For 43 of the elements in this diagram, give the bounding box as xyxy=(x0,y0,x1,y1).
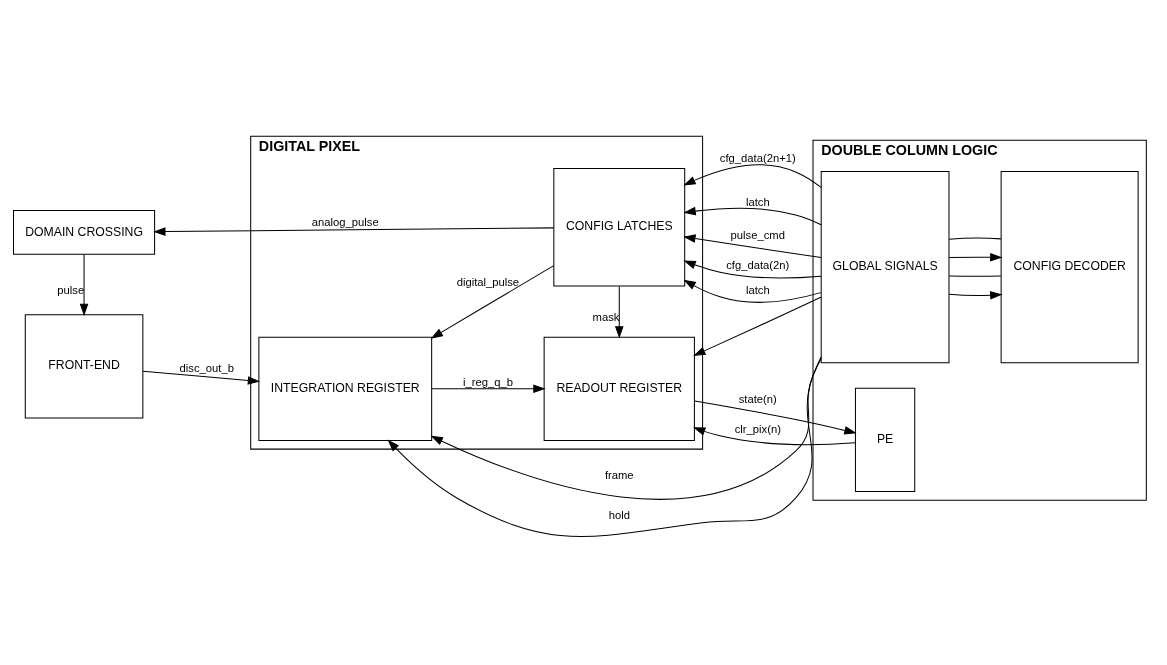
arrow xyxy=(693,400,857,435)
edge-label: digital_pulse xyxy=(456,276,519,289)
arrow xyxy=(430,265,554,339)
node-box: FRONT-END xyxy=(24,314,143,419)
node-box: GLOBAL SIGNALS xyxy=(820,171,949,364)
edge-label: pulse_cmd xyxy=(730,229,785,242)
edge-label: clr_pix(n) xyxy=(734,422,781,435)
node-box: INTEGRATION REGISTER xyxy=(257,336,432,441)
arrow xyxy=(682,234,822,259)
node-box: READOUT REGISTER xyxy=(543,336,695,441)
edge-label: cfg_data(2n) xyxy=(725,258,789,271)
edge-label: cfg_data(2n+1) xyxy=(719,151,796,164)
arrow xyxy=(387,356,822,537)
edge-label: latch xyxy=(745,195,770,208)
edge-label: pulse xyxy=(56,283,84,296)
node-box: DOMAIN CROSSING xyxy=(12,209,155,255)
arrow xyxy=(682,260,822,279)
arrow xyxy=(152,227,554,236)
arrow xyxy=(948,252,1002,262)
edge-label: frame xyxy=(604,468,634,481)
edge-label: disc_out_b xyxy=(179,362,234,375)
arrow xyxy=(948,290,1002,300)
arrow xyxy=(682,164,821,188)
edge-label: state(n) xyxy=(738,392,777,405)
arrow xyxy=(430,384,546,394)
edge-label: analog_pulse xyxy=(311,216,379,229)
arrow xyxy=(692,427,856,446)
edge-label: i_reg_q_b xyxy=(462,375,513,388)
connector xyxy=(948,237,1001,240)
arrow xyxy=(683,206,822,226)
connector xyxy=(948,275,1001,277)
edge-label: mask xyxy=(592,310,619,323)
node-box: CONFIG DECODER xyxy=(1000,171,1139,364)
edge-label: latch xyxy=(745,283,770,296)
arrow xyxy=(692,296,821,356)
arrow xyxy=(141,370,260,385)
edge-label: hold xyxy=(608,509,630,522)
node-box: CONFIG LATCHES xyxy=(552,167,685,287)
arrow xyxy=(614,285,624,339)
arrow xyxy=(430,357,822,500)
arrow xyxy=(683,279,821,303)
node-box: PE xyxy=(854,387,915,493)
arrow xyxy=(79,254,88,317)
